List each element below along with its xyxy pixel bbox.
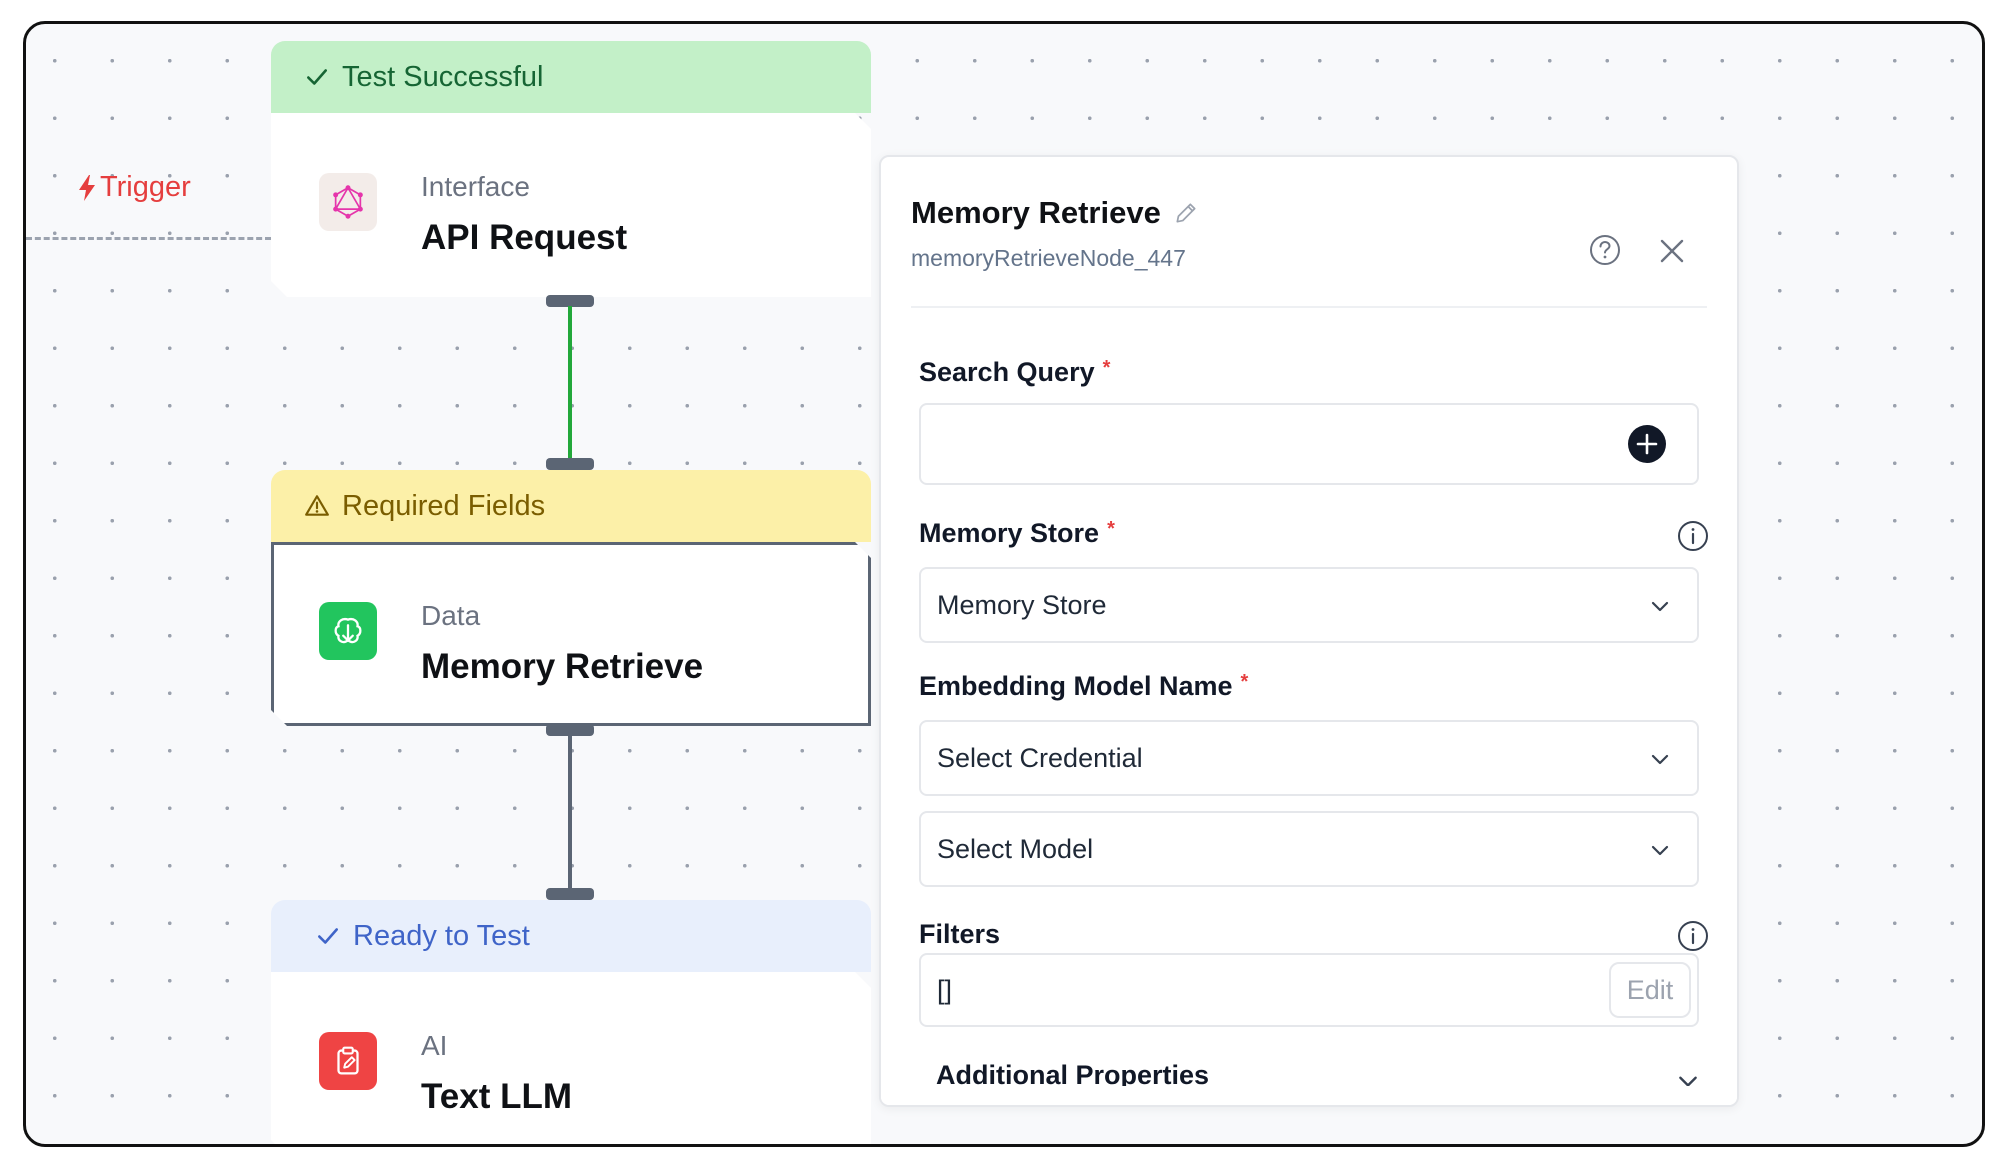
model-select[interactable]: Select Model <box>919 811 1699 887</box>
node-status-text: Ready to Test <box>353 919 530 952</box>
chevron-down-icon <box>1679 1076 1697 1087</box>
workflow-canvas[interactable]: Trigger Test Successful Interface API Re… <box>23 21 1985 1147</box>
credential-select[interactable]: Select Credential <box>919 720 1699 796</box>
required-marker: * <box>1102 357 1111 379</box>
node-title: Text LLM <box>421 1077 573 1116</box>
node-status-warning: Required Fields <box>271 470 871 542</box>
properties-panel: Memory Retrieve memoryRetrieveNode_447 S… <box>879 155 1739 1107</box>
memory-store-label: Memory Store * <box>919 518 1115 548</box>
brain-icon <box>319 602 377 660</box>
check-icon <box>318 928 338 944</box>
node-api-request[interactable]: Test Successful Interface API Request <box>271 41 871 297</box>
required-marker: * <box>1107 518 1115 540</box>
required-marker: * <box>1240 671 1249 693</box>
node-status-text: Test Successful <box>342 60 544 93</box>
node-body[interactable]: Interface API Request <box>271 113 871 297</box>
info-icon[interactable] <box>1676 519 1710 553</box>
node-category: Data <box>421 600 481 631</box>
node-output-handle[interactable] <box>546 295 594 307</box>
node-title: API Request <box>421 218 628 257</box>
filters-input[interactable]: [] Edit <box>919 953 1699 1027</box>
trigger-edge <box>26 237 271 240</box>
node-input-handle[interactable] <box>546 458 594 470</box>
warning-icon <box>305 495 329 516</box>
panel-divider <box>911 306 1707 308</box>
edge-connector <box>568 306 572 478</box>
filters-edit-button[interactable]: Edit <box>1609 962 1691 1018</box>
lightning-icon <box>79 174 95 201</box>
node-memory-retrieve[interactable]: Required Fields Data Memory Retrieve <box>271 470 871 726</box>
check-icon <box>307 69 327 85</box>
memory-store-select[interactable]: Memory Store <box>919 567 1699 643</box>
graphql-icon <box>319 173 377 231</box>
trigger-text: Trigger <box>100 171 191 203</box>
embedding-model-label: Embedding Model Name * <box>919 671 1249 701</box>
clipboard-edit-icon <box>319 1032 377 1090</box>
close-icon[interactable] <box>1658 237 1686 265</box>
chevron-down-icon <box>1651 754 1669 765</box>
node-category: Interface <box>421 171 530 202</box>
panel-title-text: Memory Retrieve <box>911 195 1161 230</box>
node-output-handle[interactable] <box>546 724 594 736</box>
node-status-success: Test Successful <box>271 41 871 113</box>
add-variable-button[interactable] <box>1627 424 1667 464</box>
node-category: AI <box>421 1030 448 1061</box>
pencil-icon[interactable] <box>1173 200 1199 226</box>
filters-label: Filters <box>919 919 1001 949</box>
node-body[interactable]: Data Memory Retrieve <box>271 542 871 726</box>
help-icon[interactable] <box>1588 233 1622 267</box>
additional-properties-toggle[interactable]: Additional Properties <box>936 1060 1210 1090</box>
node-text-llm[interactable]: Ready to Test AI Text LLM <box>271 900 871 1147</box>
node-title: Memory Retrieve <box>421 647 704 686</box>
panel-clip-mask <box>881 1086 1737 1105</box>
trigger-label[interactable]: Trigger <box>76 171 191 204</box>
edge-connector <box>568 736 572 906</box>
info-icon[interactable] <box>1676 919 1710 953</box>
node-id: memoryRetrieveNode_447 <box>911 245 1186 271</box>
search-query-label: Search Query * <box>919 357 1111 387</box>
node-body[interactable]: AI Text LLM <box>271 972 871 1147</box>
node-input-handle[interactable] <box>546 888 594 900</box>
panel-title: Memory Retrieve <box>911 195 1199 231</box>
node-status-text: Required Fields <box>342 489 546 522</box>
search-query-input[interactable] <box>919 403 1699 485</box>
chevron-down-icon <box>1651 601 1669 612</box>
chevron-down-icon <box>1651 845 1669 856</box>
node-status-ready: Ready to Test <box>271 900 871 972</box>
